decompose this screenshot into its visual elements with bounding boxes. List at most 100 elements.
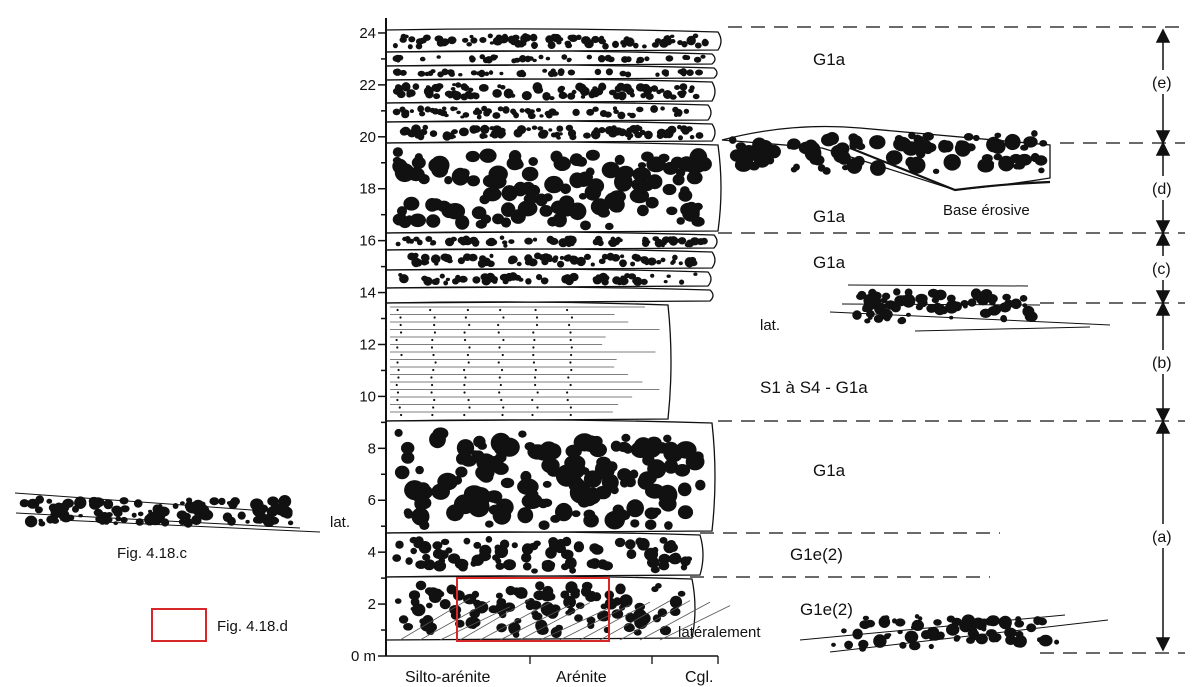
- pebble: [439, 273, 445, 279]
- pebble: [407, 129, 417, 138]
- pebble: [972, 292, 978, 297]
- pebble: [672, 173, 685, 186]
- pebble: [502, 240, 508, 245]
- pebble: [409, 213, 427, 228]
- pebble: [576, 84, 582, 88]
- pebble: [910, 625, 916, 630]
- pebble: [1039, 140, 1048, 147]
- pebble: [663, 280, 668, 284]
- pebble: [455, 274, 461, 280]
- pebble: [95, 515, 106, 524]
- pebble: [625, 539, 636, 550]
- pebble: [472, 450, 485, 462]
- pebble: [611, 125, 617, 130]
- pebble: [822, 167, 831, 175]
- pebble: [480, 273, 490, 281]
- pebble: [598, 258, 606, 265]
- pebble: [46, 498, 53, 504]
- pebble: [601, 253, 609, 260]
- sketch-erosive-base: Base érosive: [721, 125, 1051, 219]
- axis-tick-label: 2: [368, 596, 376, 613]
- pebble: [660, 257, 666, 263]
- pebble: [584, 511, 595, 521]
- arrow-head-up: [1155, 419, 1171, 434]
- pebble: [592, 276, 600, 283]
- grain-dot: [430, 346, 434, 349]
- pebble: [488, 70, 494, 75]
- pebble: [967, 615, 974, 623]
- pebble: [693, 272, 698, 276]
- pebble: [545, 443, 562, 460]
- pebble: [547, 41, 556, 49]
- pebble: [936, 631, 945, 640]
- pebble: [413, 540, 423, 549]
- sequence-boundaries: [690, 26, 1185, 654]
- pebble: [500, 217, 512, 228]
- facies-s1-s4: S1 à S4 - G1a: [760, 378, 868, 397]
- grain-dot: [432, 353, 435, 357]
- grain-dot: [463, 368, 466, 372]
- pebble: [415, 465, 424, 475]
- pebble: [425, 236, 433, 242]
- grain-dot: [566, 391, 569, 394]
- grain-dot: [433, 398, 436, 402]
- pebble: [406, 89, 416, 97]
- pebble: [429, 130, 438, 138]
- pebble: [396, 90, 406, 99]
- pebble: [494, 452, 507, 463]
- pebble: [677, 124, 682, 130]
- pebble: [728, 136, 737, 144]
- pebble: [572, 108, 580, 116]
- pebble: [409, 109, 414, 113]
- facies-g1a-c: G1a: [813, 253, 846, 272]
- pebble: [489, 253, 494, 258]
- pebble: [640, 93, 646, 99]
- pebble: [550, 132, 557, 138]
- pebble: [398, 273, 403, 277]
- pebble: [641, 83, 650, 91]
- arrow-head-down: [1155, 408, 1171, 423]
- pebble: [633, 254, 638, 259]
- grain-dot: [466, 353, 470, 357]
- pebble: [423, 260, 430, 265]
- pebble: [692, 93, 700, 100]
- pebble: [585, 149, 600, 161]
- grain-dot: [463, 413, 466, 417]
- grain-dot: [536, 391, 539, 394]
- pebble: [503, 37, 508, 42]
- pebble: [692, 451, 704, 462]
- pebble: [580, 586, 592, 597]
- grain-dot: [396, 398, 399, 402]
- pebble: [463, 537, 471, 545]
- pebble: [649, 86, 654, 91]
- pebble: [650, 105, 658, 113]
- pebble: [561, 563, 569, 571]
- pebble: [660, 106, 665, 111]
- pebble: [655, 240, 663, 247]
- pebble: [533, 590, 546, 601]
- pebble: [46, 515, 55, 524]
- pebble: [19, 499, 30, 508]
- pebble: [410, 547, 418, 555]
- pebble: [700, 54, 706, 59]
- pebble: [106, 511, 113, 518]
- grain-dot: [502, 406, 505, 409]
- pebble: [564, 275, 574, 286]
- pebble: [963, 133, 974, 141]
- fig-418d-highlight-box: [456, 577, 610, 642]
- pebble: [191, 514, 202, 526]
- pebble: [431, 278, 440, 285]
- pebble: [897, 317, 906, 325]
- pebble: [434, 262, 439, 266]
- pebble: [400, 33, 407, 40]
- pebble: [549, 96, 555, 101]
- facies-g1a-top: G1a: [813, 50, 846, 69]
- pebble: [510, 209, 526, 224]
- pebble: [417, 70, 426, 77]
- pebble: [848, 133, 859, 143]
- pebble: [608, 130, 618, 138]
- pebble: [598, 38, 607, 45]
- pebble: [567, 607, 576, 615]
- pebble: [590, 87, 601, 98]
- pebble: [753, 152, 771, 168]
